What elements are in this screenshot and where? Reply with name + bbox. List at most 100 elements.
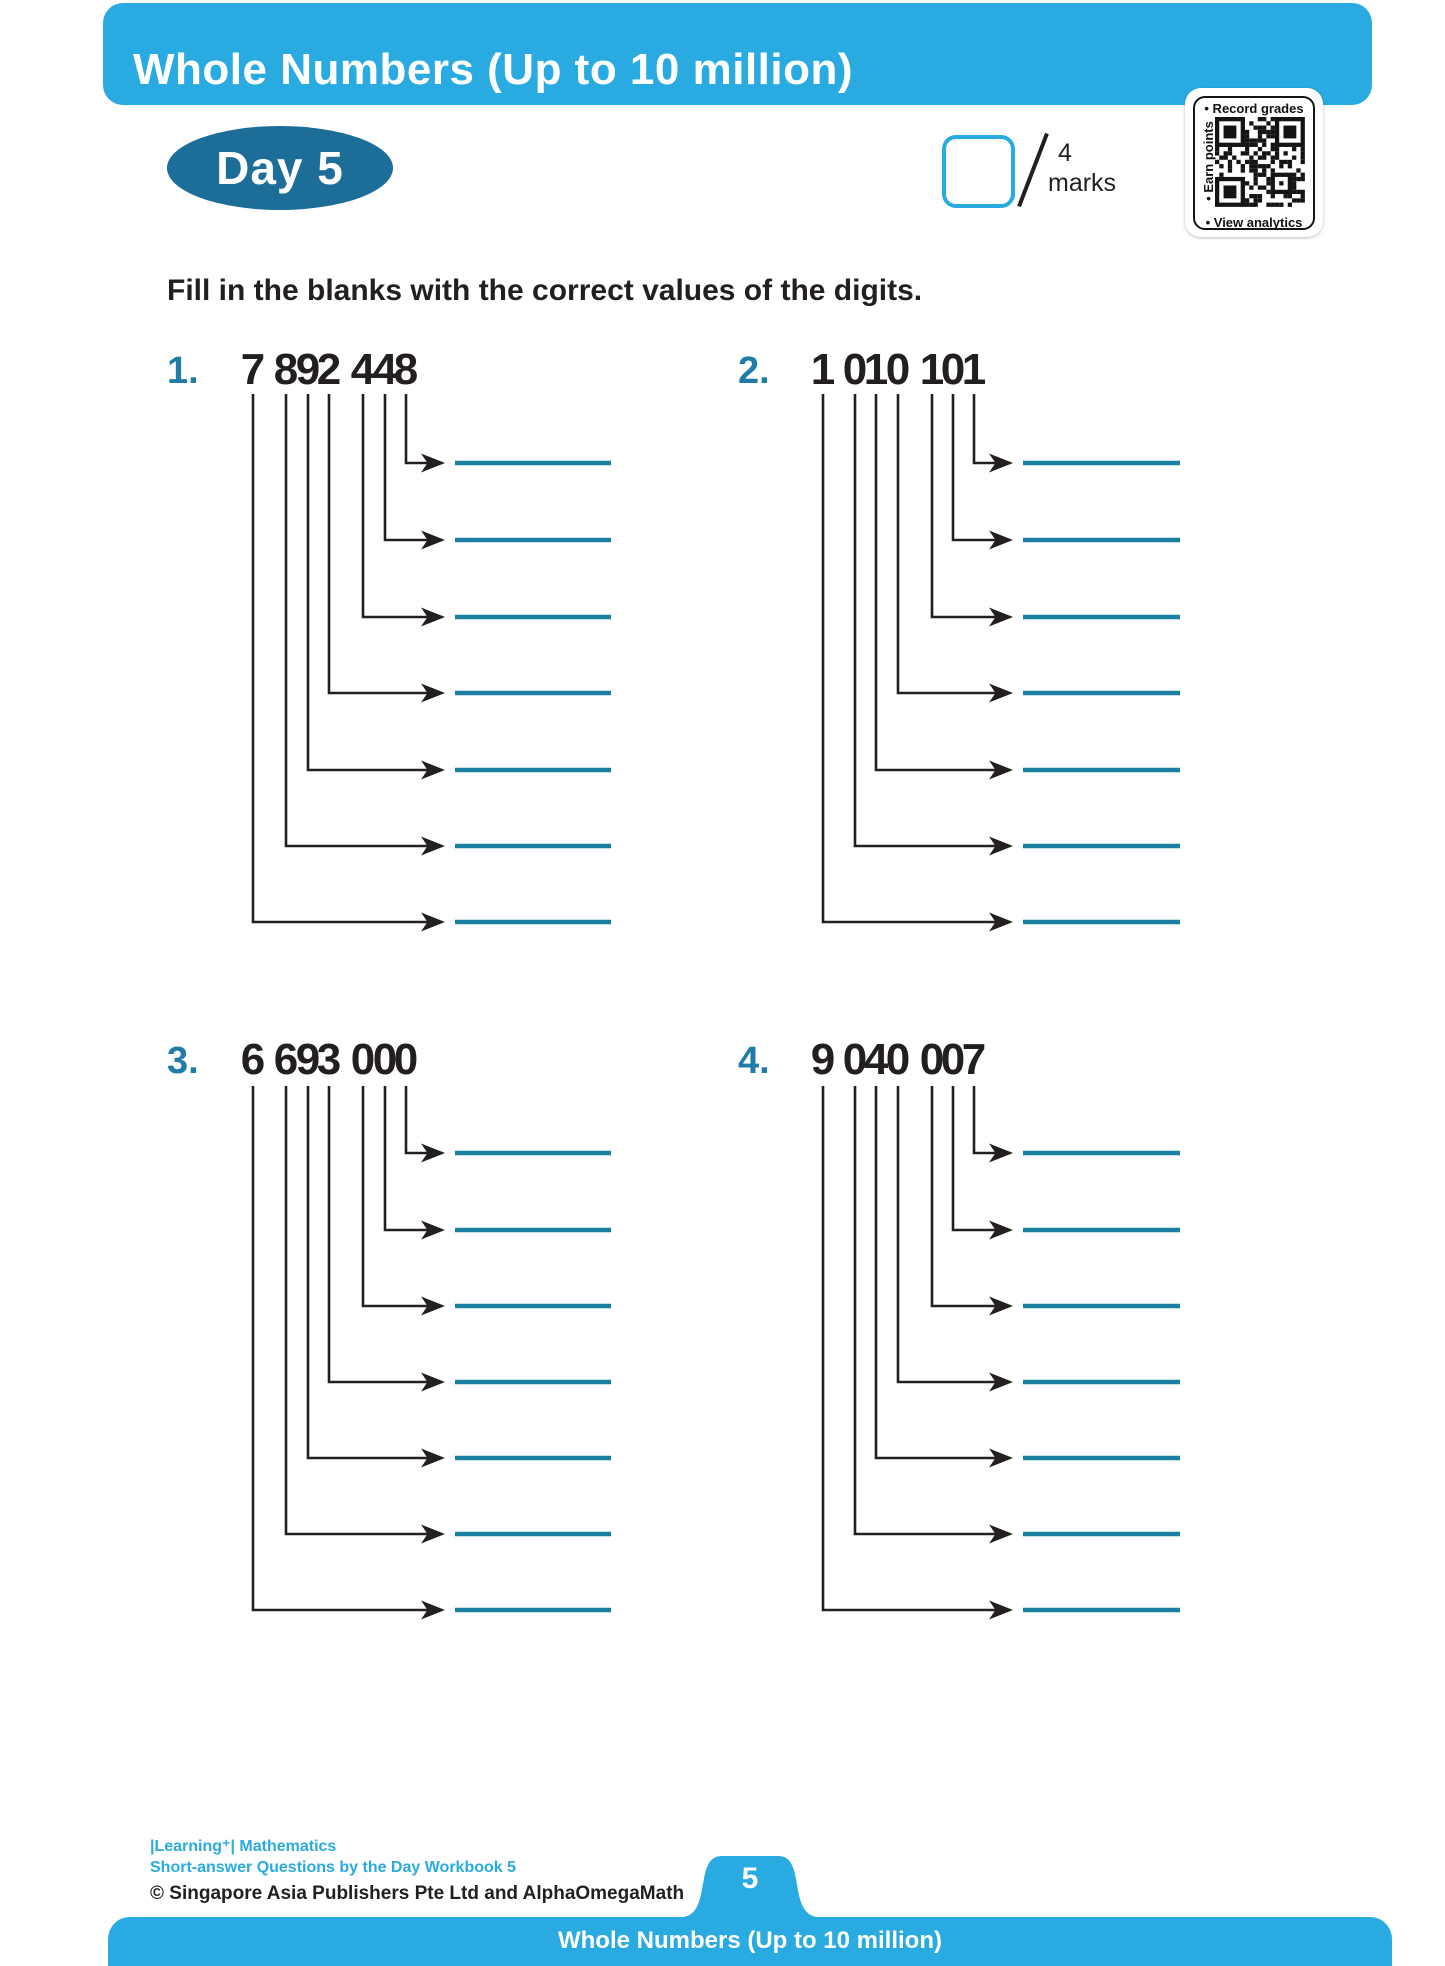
qr-module	[1249, 164, 1254, 169]
digit: 7	[961, 1035, 987, 1084]
qr-module	[1253, 181, 1258, 186]
qr-module	[1244, 159, 1250, 165]
qr-module	[1227, 159, 1233, 165]
digit: 6	[240, 1035, 266, 1084]
footer-copyright: © Singapore Asia Publishers Pte Ltd and …	[150, 1883, 685, 1904]
arrow-line	[361, 394, 429, 619]
arrowhead-icon	[421, 1296, 445, 1316]
arrowhead-icon	[421, 1143, 445, 1163]
arrow-line	[951, 1086, 997, 1232]
arrow-line	[327, 394, 429, 695]
arrowhead-icon	[989, 683, 1013, 703]
arrow-line	[930, 394, 997, 619]
qr-module	[1262, 168, 1267, 173]
arrow-line	[383, 394, 429, 542]
digit: 0	[919, 1035, 945, 1084]
qr-module	[1270, 117, 1275, 122]
arrowhead-icon	[421, 1524, 445, 1544]
qr-module	[1257, 117, 1263, 122]
qr-module	[1253, 172, 1258, 177]
qr-module	[1249, 142, 1254, 147]
day-badge-label: Day 5	[216, 142, 344, 194]
qr-top-label: • Record grades	[1204, 101, 1304, 116]
arrowhead-icon	[989, 1372, 1013, 1392]
page-number: 5	[741, 1862, 759, 1895]
problem-diagram-2	[821, 394, 1180, 932]
arrow-line	[896, 1086, 997, 1384]
qr-module	[1292, 181, 1297, 186]
qr-module	[1300, 189, 1305, 195]
qr-module	[1253, 151, 1258, 156]
arrowhead-icon	[989, 1524, 1013, 1544]
digit: 9	[295, 1035, 321, 1084]
qr-module	[1253, 198, 1258, 203]
qr-module	[1227, 168, 1233, 173]
arrow-line	[404, 394, 429, 465]
qr-module	[1219, 172, 1224, 177]
arrow-line	[951, 394, 997, 542]
marks-box[interactable]	[942, 135, 1015, 208]
problem-diagram-3	[251, 1086, 611, 1620]
qr-module	[1300, 159, 1305, 165]
marks-unit-label: marks	[1048, 169, 1117, 197]
problem-number-label: 1.	[167, 350, 199, 392]
qr-module	[1300, 155, 1305, 160]
qr-module	[1287, 159, 1293, 165]
digit: 4	[372, 345, 398, 394]
arrowhead-icon	[989, 912, 1013, 932]
qr-module	[1223, 155, 1228, 160]
qr-module	[1249, 155, 1254, 160]
qr-module	[1296, 189, 1301, 195]
arrow-line	[251, 1086, 429, 1612]
qr-module	[1266, 129, 1271, 135]
qr-module	[1257, 185, 1263, 190]
qr-module	[1292, 176, 1297, 182]
instruction-text: Fill in the blanks with the correct valu…	[167, 274, 923, 307]
arrow-line	[251, 394, 429, 924]
arrowhead-icon	[421, 1372, 445, 1392]
qr-module	[1244, 202, 1250, 207]
arrowhead-icon	[421, 530, 445, 550]
qr-module	[1292, 146, 1297, 152]
qr-module	[1257, 194, 1263, 199]
qr-module	[1249, 121, 1254, 126]
digit: 4	[863, 1035, 889, 1084]
qr-module	[1249, 168, 1254, 173]
arrowhead-icon	[421, 453, 445, 473]
digit: 0	[393, 1035, 419, 1084]
problem-diagram-4	[821, 1086, 1180, 1620]
arrow-line	[853, 394, 997, 848]
qr-module	[1274, 146, 1280, 152]
qr-module	[1283, 194, 1288, 199]
qr-module	[1300, 194, 1305, 199]
qr-module	[1262, 117, 1267, 122]
digit: 0	[842, 1035, 868, 1084]
qr-module	[1215, 146, 1220, 152]
header-bar: Whole Numbers (Up to 10 million)	[103, 3, 1372, 105]
arrow-line	[383, 1086, 429, 1232]
digit: 1	[919, 345, 945, 394]
qr-module	[1253, 202, 1258, 207]
qr-module	[1262, 155, 1267, 160]
qr-module	[1236, 159, 1241, 165]
arrowhead-icon	[989, 836, 1013, 856]
qr-module	[1249, 185, 1254, 190]
qr-module	[1223, 185, 1237, 199]
digit: 8	[273, 345, 299, 394]
qr-module	[1292, 198, 1297, 203]
digit: 0	[885, 1035, 911, 1084]
page-number-tab	[684, 1856, 816, 1917]
qr-module	[1223, 125, 1237, 139]
arrowhead-icon	[989, 453, 1013, 473]
arrow-line	[972, 394, 997, 465]
arrow-line	[306, 394, 429, 772]
qr-module	[1270, 202, 1275, 207]
arrow-line	[874, 394, 997, 772]
qr-module	[1266, 189, 1271, 195]
arrow-line	[361, 1086, 429, 1308]
qr-module	[1257, 164, 1263, 169]
digit: 1	[961, 345, 987, 394]
arrow-line	[896, 394, 997, 695]
qr-module	[1262, 151, 1267, 156]
arrowhead-icon	[421, 760, 445, 780]
